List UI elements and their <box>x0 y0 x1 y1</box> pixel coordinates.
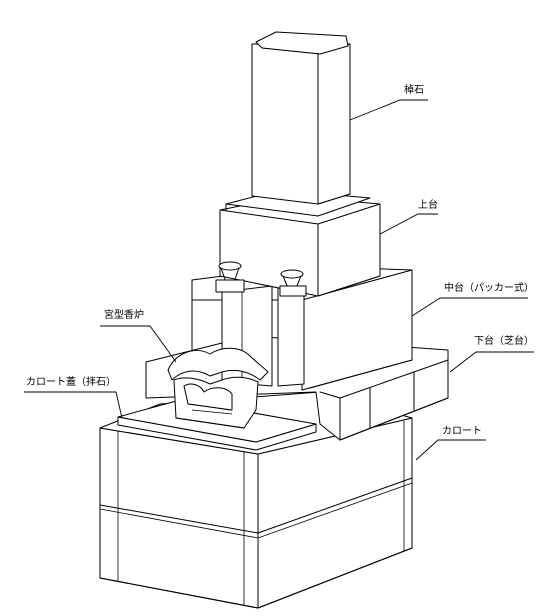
leader-karoto <box>415 439 486 461</box>
pillar-stone <box>251 31 351 205</box>
leader-kuukei <box>100 325 177 363</box>
leader-gedai <box>449 351 534 373</box>
shrine-incense-burner <box>167 347 269 429</box>
label-karoto: カロート <box>442 425 482 437</box>
label-gedai: 下台（芝台） <box>474 334 534 347</box>
label-jodai: 上台 <box>418 198 438 211</box>
leader-karoto-futa <box>24 391 123 419</box>
vase-right <box>279 269 307 297</box>
leader-chudai <box>411 297 528 317</box>
leader-saoishi <box>349 99 428 121</box>
label-kuukei-koro: 宮型香炉 <box>104 308 144 321</box>
label-karoto-futa: カロート蓋（拝石） <box>26 375 116 388</box>
label-saoishi: 棹石 <box>404 83 424 96</box>
leader-lines <box>24 99 534 461</box>
leader-jodai <box>379 213 438 235</box>
vase-left <box>215 261 245 293</box>
label-chudai: 中台（パッカー式） <box>444 281 534 294</box>
